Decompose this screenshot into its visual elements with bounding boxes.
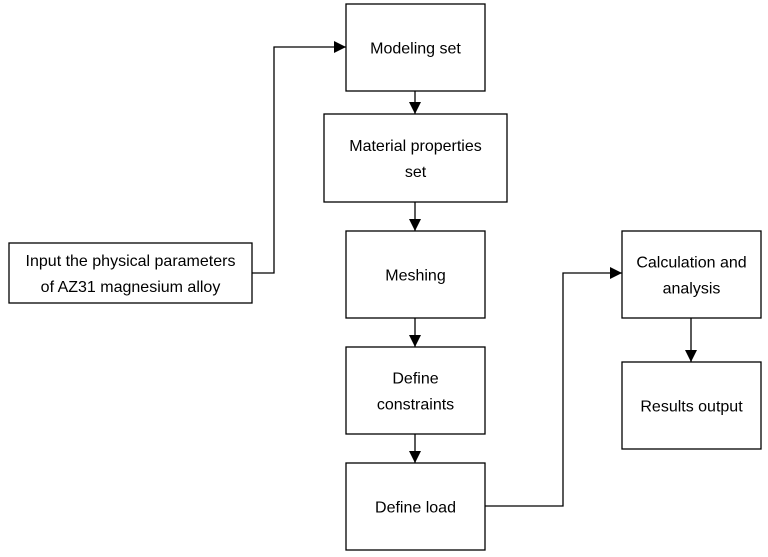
arrowhead-icon xyxy=(610,267,622,279)
edge-calc-results xyxy=(685,318,697,362)
arrowhead-icon xyxy=(409,451,421,463)
edge-constraints-load xyxy=(409,434,421,463)
arrowhead-icon xyxy=(685,350,697,362)
node-label: Results output xyxy=(640,399,743,416)
node-box xyxy=(621,230,762,319)
node-material: Material properties set xyxy=(323,113,508,203)
node-calc: Calculation and analysis xyxy=(621,230,762,319)
node-box xyxy=(345,462,486,551)
node-load: Define load xyxy=(345,462,486,551)
node-box xyxy=(345,230,486,319)
node-label: set xyxy=(405,164,427,181)
node-box xyxy=(345,3,486,92)
node-label: Calculation and xyxy=(636,255,746,272)
edge-load-calc xyxy=(485,267,622,507)
edge-line xyxy=(485,272,622,507)
node-label: Define load xyxy=(375,500,456,517)
node-box xyxy=(323,113,508,203)
edge-modeling-material xyxy=(409,91,421,114)
edge-line xyxy=(252,46,346,274)
arrowhead-icon xyxy=(409,335,421,347)
node-box xyxy=(8,242,253,304)
node-label: analysis xyxy=(663,281,721,298)
node-label: Material properties xyxy=(349,138,482,155)
node-label: Define xyxy=(392,371,438,388)
edge-meshing-constraints xyxy=(409,318,421,347)
arrowhead-icon xyxy=(409,102,421,114)
node-label: Meshing xyxy=(385,268,445,285)
edges-layer xyxy=(252,41,697,507)
edge-input-modeling xyxy=(252,41,346,274)
node-constraints: Define constraints xyxy=(345,346,486,435)
node-meshing: Meshing xyxy=(345,230,486,319)
node-results: Results output xyxy=(621,361,762,450)
node-box xyxy=(345,346,486,435)
arrowhead-icon xyxy=(409,219,421,231)
arrowhead-icon xyxy=(334,41,346,53)
edge-material-meshing xyxy=(409,202,421,231)
node-modeling: Modeling set xyxy=(345,3,486,92)
node-label: of AZ31 magnesium alloy xyxy=(41,279,221,296)
node-label: Input the physical parameters xyxy=(26,253,236,270)
node-label: Modeling set xyxy=(370,41,461,58)
node-label: constraints xyxy=(377,397,454,414)
node-input: Input the physical parameters of AZ31 mag… xyxy=(8,242,253,304)
node-box xyxy=(621,361,762,450)
